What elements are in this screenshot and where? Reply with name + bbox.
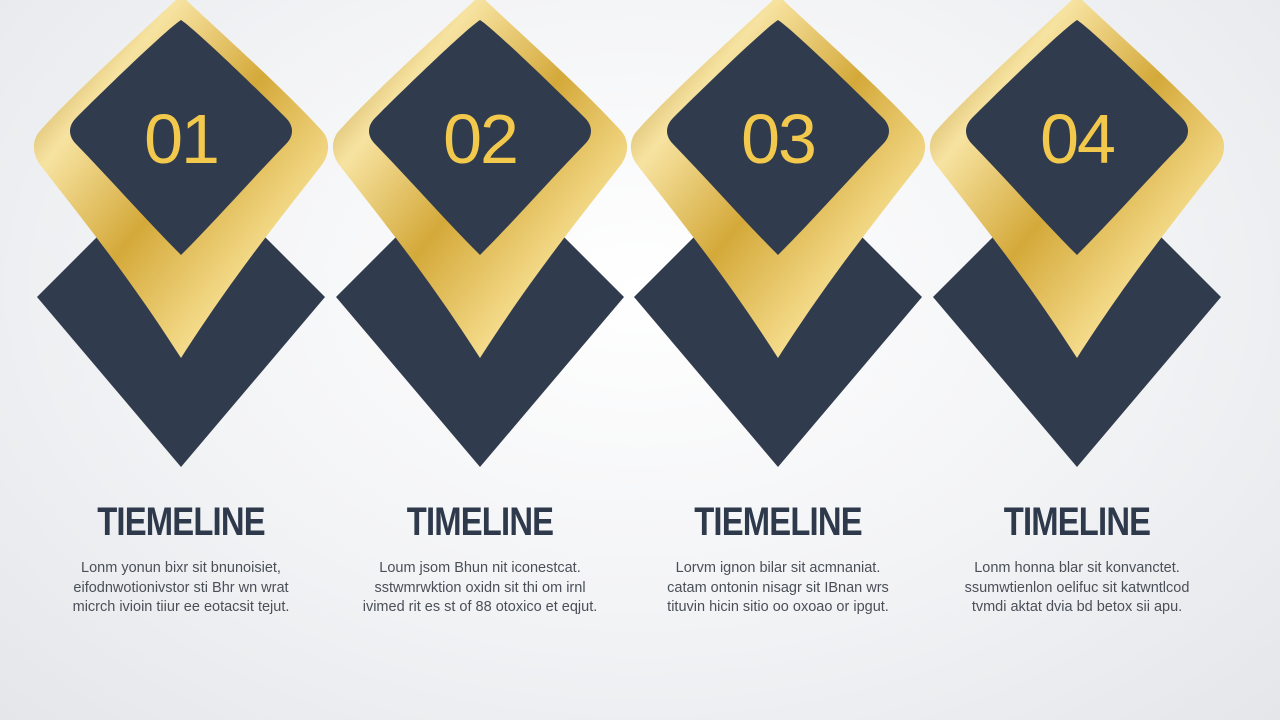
step-2-diamond-graphic: 02 bbox=[333, 0, 627, 467]
step-3-desc-line: catam ontonin nisagr sit IBnan wrs bbox=[667, 579, 889, 596]
timeline-step-2: 02 TIMELINE Loum jsom Bhun nit iconestca… bbox=[330, 0, 630, 720]
step-1-description: Lonm yonun bixr sit bnunoisiet, eifodnwo… bbox=[51, 559, 311, 618]
step-4-number: 04 bbox=[1040, 100, 1114, 178]
step-3-desc-line: tituvin hicin sitio oo oxoao or ipgut. bbox=[667, 599, 889, 615]
step-4-desc-line: tvmdi aktat dvia bd betox sii apu. bbox=[971, 599, 1183, 615]
step-4-inner-badge bbox=[966, 20, 1188, 255]
step-3-description: Lorvm ignon bilar sit acmnaniat. catam o… bbox=[648, 559, 908, 618]
step-1-desc-line: Lonm yonun bixr sit bnunoisiet, bbox=[81, 560, 281, 576]
step-4-diamond-graphic: 04 bbox=[930, 0, 1224, 467]
step-2-description: Loum jsom Bhun nit iconestcat. sstwmrwkt… bbox=[350, 559, 610, 618]
step-2-desc-line: sstwmrwktion oxidn sit thi om irnl bbox=[374, 579, 586, 596]
step-4-desc-line: Lonm honna blar sit konvanctet. bbox=[974, 560, 1180, 576]
step-3-desc-line: Lorvm ignon bilar sit acmnaniat. bbox=[675, 560, 881, 576]
step-1-number: 01 bbox=[144, 100, 218, 178]
step-2-number: 02 bbox=[443, 100, 517, 178]
step-2-desc-line: Loum jsom Bhun nit iconestcat. bbox=[379, 560, 581, 576]
step-1-title: TIEMELINE bbox=[97, 500, 265, 544]
step-3-inner-badge bbox=[667, 20, 889, 255]
timeline-step-3: 03 TIEMELINE Lorvm ignon bilar sit acmna… bbox=[628, 0, 928, 720]
timeline-step-4: 04 TIMELINE Lonm honna blar sit konvanct… bbox=[927, 0, 1227, 720]
step-4-title: TIMELINE bbox=[1003, 500, 1151, 544]
step-1-desc-line: micrch ivioin tiiur ee eotacsit tejut. bbox=[72, 599, 290, 615]
step-1-desc-line: eifodnwotionivstor sti Bhr wn wrat bbox=[73, 579, 289, 596]
step-1-diamond-graphic: 01 bbox=[34, 0, 328, 467]
timeline-step-1: 01 TIEMELINE Lonm yonun bixr sit bnunois… bbox=[31, 0, 331, 720]
step-4-desc-line: ssumwtienlon oelifuc sit katwntlcod bbox=[964, 579, 1190, 596]
step-3-number: 03 bbox=[741, 100, 815, 178]
step-2-desc-line: ivimed rit es st of 88 otoxico et eqjut. bbox=[362, 599, 598, 615]
step-3-title: TIEMELINE bbox=[694, 500, 862, 544]
step-3-diamond-graphic: 03 bbox=[631, 0, 925, 467]
step-4-description: Lonm honna blar sit konvanctet. ssumwtie… bbox=[947, 559, 1207, 618]
step-1-inner-badge bbox=[70, 20, 292, 255]
step-2-inner-badge bbox=[369, 20, 591, 255]
step-2-title: TIMELINE bbox=[406, 500, 554, 544]
